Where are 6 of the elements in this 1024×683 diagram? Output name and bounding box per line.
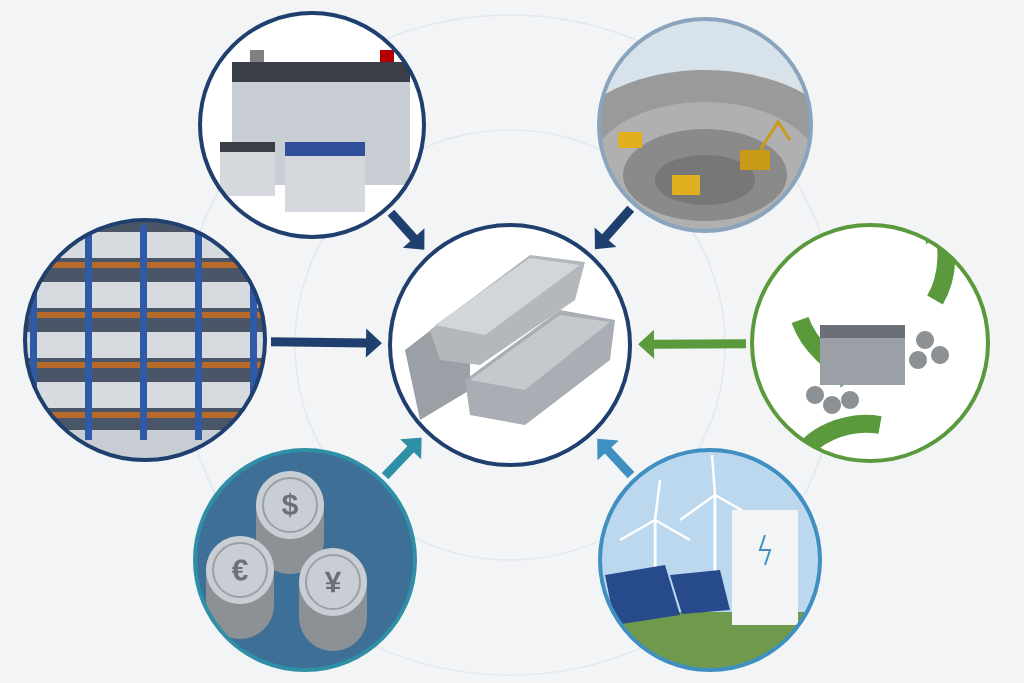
arrow <box>387 209 425 250</box>
coin-symbol: $ <box>282 492 298 518</box>
arrow <box>381 437 422 480</box>
coin-symbol: ¥ <box>324 571 342 593</box>
arrow <box>597 438 635 479</box>
coin-symbol: € <box>231 559 248 581</box>
